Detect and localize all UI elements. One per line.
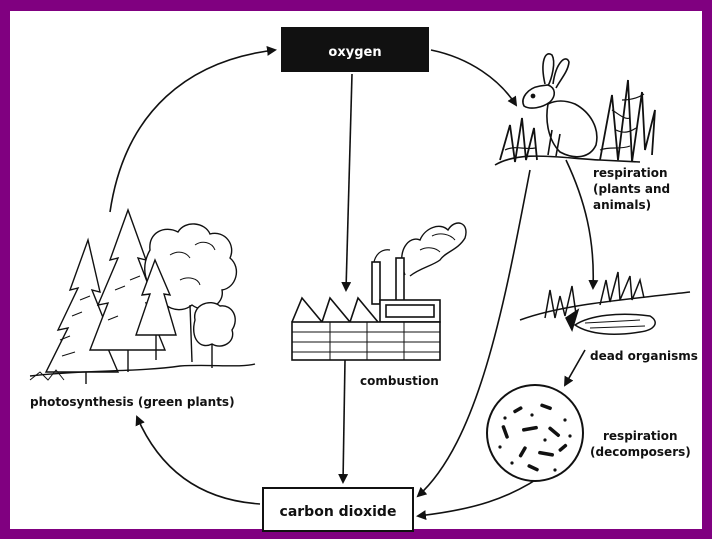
arrow-dead-to-decomposers bbox=[565, 350, 585, 385]
arrow-oxygen-to-respiration bbox=[431, 50, 516, 105]
decomposers-icon bbox=[487, 385, 583, 481]
arrow-combustion-to-co2 bbox=[343, 360, 345, 482]
dead-organisms-icon bbox=[520, 272, 690, 334]
factory-icon bbox=[292, 223, 466, 360]
dead-organisms-label: dead organisms bbox=[590, 349, 698, 363]
svg-text:(plants and: (plants and bbox=[593, 182, 670, 196]
carbon-dioxide-label: carbon dioxide bbox=[280, 504, 397, 520]
respiration-animals-label: respiration (plants and animals) bbox=[593, 166, 670, 212]
svg-text:respiration: respiration bbox=[593, 166, 668, 180]
arrow-oxygen-to-combustion bbox=[346, 74, 352, 290]
svg-text:respiration: respiration bbox=[603, 429, 678, 443]
arrow-photosynthesis-to-oxygen bbox=[110, 50, 275, 212]
oxygen-label: oxygen bbox=[328, 45, 381, 60]
respiration-decomposers-label: respiration (decomposers) bbox=[590, 429, 691, 459]
carbon-dioxide-box: carbon dioxide bbox=[263, 488, 413, 531]
svg-text:animals): animals) bbox=[593, 198, 651, 212]
oxygen-box: oxygen bbox=[281, 27, 429, 72]
trees-icon bbox=[30, 210, 255, 384]
combustion-label: combustion bbox=[360, 374, 439, 388]
arrow-respiration-to-dead bbox=[566, 160, 593, 288]
rabbit-icon bbox=[495, 54, 655, 165]
photosynthesis-label: photosynthesis (green plants) bbox=[30, 395, 235, 409]
svg-text:(decomposers): (decomposers) bbox=[590, 445, 691, 459]
arrow-co2-to-photosynthesis bbox=[137, 417, 260, 504]
